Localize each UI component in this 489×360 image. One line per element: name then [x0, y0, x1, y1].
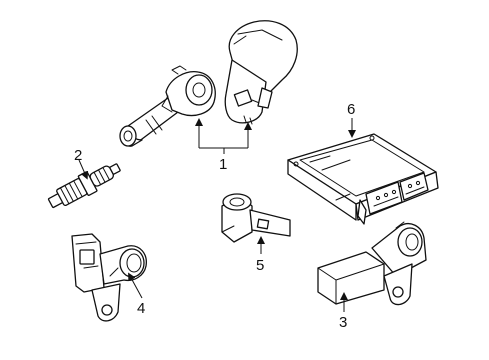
camshaft-sensor-part	[71, 233, 147, 322]
callout-1: 1	[219, 156, 227, 173]
callout-3: 3	[339, 314, 347, 331]
callout-6: 6	[347, 101, 355, 118]
crankshaft-sensor-part	[317, 221, 427, 312]
spark-plug-part	[47, 159, 121, 209]
callout-2: 2	[74, 147, 82, 164]
knock-sensor-part	[221, 193, 291, 254]
ignition-coil-part	[119, 20, 298, 154]
engine-control-module-part	[287, 118, 439, 225]
callout-5: 5	[256, 257, 264, 274]
callout-4: 4	[137, 300, 145, 317]
